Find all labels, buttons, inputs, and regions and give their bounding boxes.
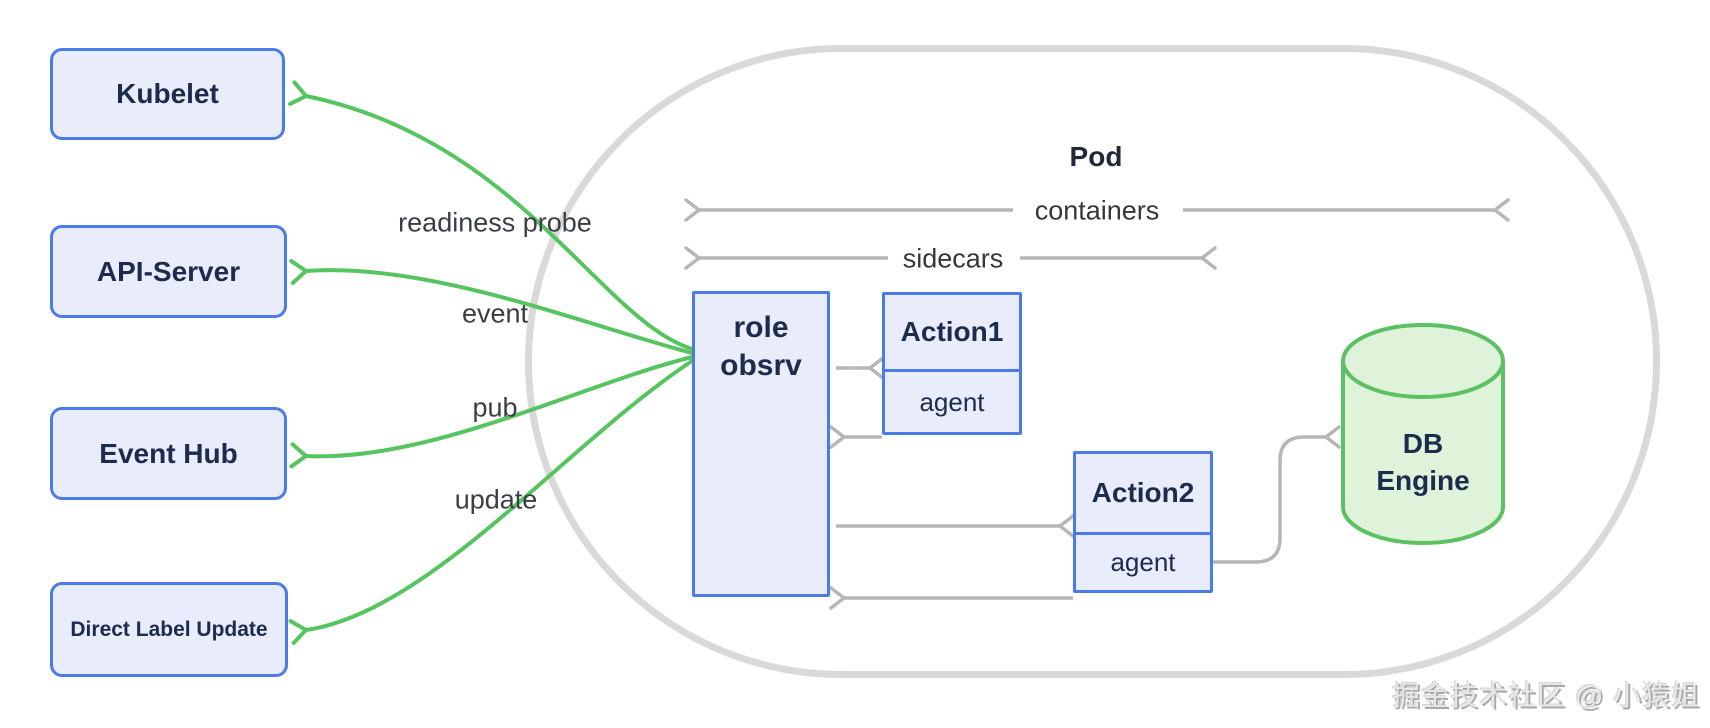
node-api-server: API-Server — [50, 225, 287, 318]
node-db-engine-line2: Engine — [1376, 465, 1470, 496]
containers-span-label: containers — [1034, 195, 1160, 226]
arrow-agent2-to-db — [1213, 425, 1341, 564]
node-action1-title: Action1 — [900, 316, 1004, 347]
node-db-engine: DB Engine — [1343, 425, 1503, 499]
node-role-obsrv-line1: role — [733, 311, 789, 344]
node-event-hub-label: Event Hub — [99, 437, 238, 469]
pod-title: Pod — [1069, 141, 1123, 172]
node-direct-label-update: Direct Label Update — [50, 582, 288, 677]
node-action2-title: Action2 — [1091, 477, 1195, 508]
node-event-hub: Event Hub — [50, 407, 287, 500]
edge-label-event: event — [461, 298, 529, 329]
edge-event-to-api-server — [289, 259, 694, 355]
watermark: 掘金技术社区 @ 小猿姐 — [1392, 680, 1700, 711]
node-action2-agent: agent — [1076, 532, 1210, 590]
node-kubelet-label: Kubelet — [116, 78, 219, 109]
edge-label-pub: pub — [472, 392, 518, 423]
pod-boundary — [525, 45, 1660, 678]
node-api-server-label: API-Server — [96, 255, 241, 287]
edge-readiness-probe-to-kubelet — [288, 80, 694, 351]
edge-update-to-direct-label-update — [288, 359, 694, 645]
db-engine-cylinder — [1341, 323, 1505, 545]
node-role-obsrv-line2: obsrv — [720, 349, 802, 382]
node-action1: Action1 agent — [882, 292, 1022, 435]
node-direct-label-update-label: Direct Label Update — [70, 617, 268, 641]
node-role-obsrv: role obsrv — [692, 291, 830, 597]
node-db-engine-line1: DB — [1402, 428, 1444, 459]
node-action2: Action2 agent — [1073, 451, 1213, 593]
node-action1-agent: agent — [885, 369, 1019, 432]
edge-pub-to-event-hub — [289, 355, 694, 469]
sidecars-span-label: sidecars — [902, 243, 1004, 274]
edge-label-readiness-probe: readiness probe — [398, 207, 592, 238]
edge-label-update: update — [454, 484, 538, 515]
node-kubelet: Kubelet — [50, 48, 285, 140]
